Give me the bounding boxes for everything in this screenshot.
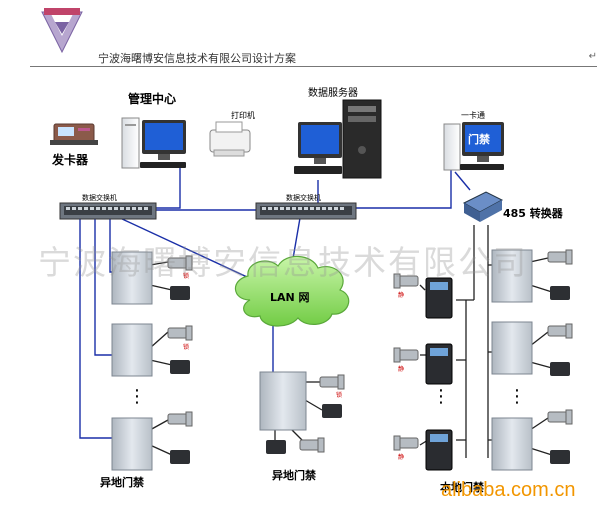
company-watermark: 宁波海曙博安信息技术有限公司 [38,243,528,282]
label-one-card: 一卡通 [461,111,485,120]
data-server [294,99,382,179]
site-watermark: alibaba.com.cn [441,479,576,501]
exit-tag-1: 静 [398,292,405,299]
label-remote-access-center: 异地门禁 [272,469,316,482]
exit-tag-2: 静 [398,366,405,373]
electric-locks [167,249,573,453]
management-computer [121,117,186,169]
lock-tag-3: 锁 [336,392,343,399]
document-header: 宁波海曙博安信息技术有限公司设计方案 [98,52,296,65]
label-local-access: 本地门禁 [440,481,484,494]
blue-network-lines [79,168,471,439]
label-management-center: 管理中心 [128,92,177,106]
header-rule [30,66,597,67]
label-switch-b: 数据交换机 [286,194,321,202]
label-converter: 485 转换器 [503,207,563,220]
continuation-dots-local-a: ⋮ [432,386,450,407]
converter-485-device [462,191,504,222]
label-remote-access-left: 异地门禁 [100,476,144,489]
controller-cabinets [111,249,533,471]
paragraph-mark: ↵ [588,51,597,62]
lock-tag-2: 锁 [183,344,190,351]
printer-device [209,121,251,157]
continuation-dots-local-b: ⋮ [508,386,526,407]
switch-a [59,202,157,220]
keypad-terminals [425,277,453,471]
black-bus-lines [149,225,553,458]
label-screen-door: 门禁 [468,133,490,146]
lock-tag-1: 锁 [183,273,190,280]
one-card-computer [443,122,504,171]
company-logo [41,8,83,54]
label-data-server: 数据服务器 [308,88,358,99]
lan-cloud [234,255,350,327]
continuation-dots-left: ⋮ [128,386,146,407]
label-printer: 打印机 [231,111,255,120]
label-card-issuer: 发卡器 [52,153,89,167]
switch-b [255,202,357,220]
exit-tag-3: 静 [398,454,405,461]
label-switch-a: 数据交换机 [82,194,117,202]
label-lan: LAN 网 [270,291,310,304]
card-readers [170,286,570,464]
card-issuer-device [50,123,98,145]
